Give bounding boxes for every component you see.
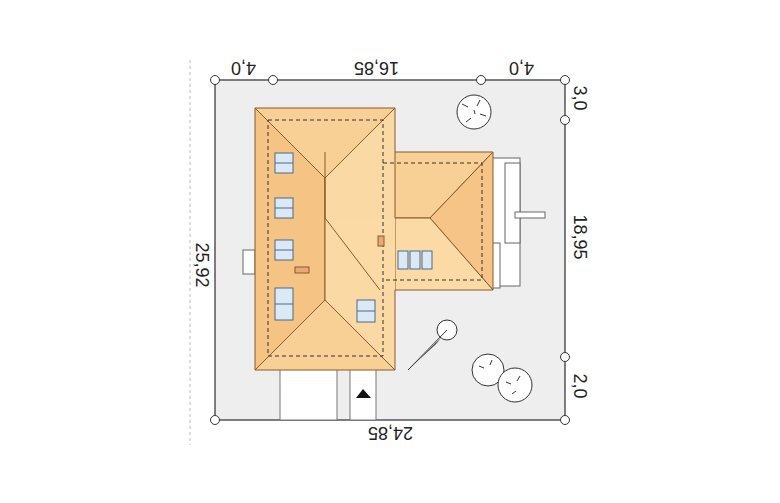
- dimension-lines: [211, 76, 570, 425]
- guide-line: [190, 60, 191, 445]
- dimension-label: 4,0: [507, 59, 536, 77]
- driveway: [280, 368, 376, 420]
- roof-windows: [275, 153, 432, 322]
- trees: [457, 95, 532, 402]
- plot: [215, 80, 565, 420]
- dimension-label: 25,92: [193, 240, 211, 289]
- dimension-label: 18,95: [571, 212, 589, 261]
- dimension-label: 4,0: [229, 59, 258, 77]
- chimneys: [295, 236, 384, 273]
- dimension-label: 2,0: [571, 371, 589, 400]
- dimension-label: 24,85: [366, 424, 415, 442]
- dimension-label: 16,85: [352, 59, 401, 77]
- roof-main-wing: [255, 108, 395, 370]
- dimension-label: 3,0: [571, 83, 589, 112]
- north-arrow: [408, 320, 457, 370]
- wall-lines: [268, 120, 482, 356]
